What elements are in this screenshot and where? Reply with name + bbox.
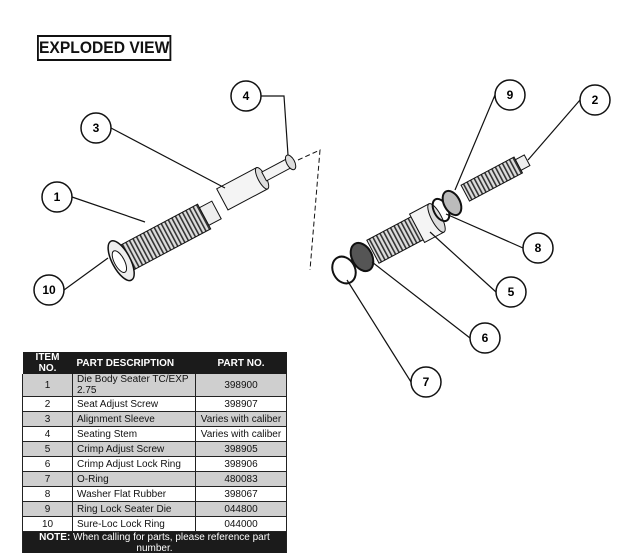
cell-part-no: 398906 [195,456,287,472]
callout-9: 9 [494,79,526,111]
cell-description: Washer Flat Rubber [72,486,196,502]
part-seat-adjust-screw [460,154,531,202]
cell-item-no: 5 [22,441,73,457]
callout-1: 1 [41,181,73,213]
part-o-ring [331,255,357,285]
cell-part-no: 398905 [195,441,287,457]
cell-part-no: 044800 [195,501,287,517]
cell-description: Die Body Seater TC/EXP 2.75 [72,374,196,397]
cell-item-no: 2 [22,396,73,412]
note-label: NOTE: [39,532,71,543]
header-description: PART DESCRIPTION [72,352,196,374]
cell-item-no: 7 [22,471,73,487]
cell-part-no: Varies with caliber [195,426,287,442]
cell-item-no: 3 [22,411,73,427]
header-part-no: PART NO. [195,352,287,374]
cell-description: Crimp Adjust Lock Ring [72,456,196,472]
svg-text:5: 5 [508,285,515,299]
cell-item-no: 4 [22,426,73,442]
cell-item-no: 10 [22,516,73,532]
note: NOTE: When calling for parts, please ref… [22,531,287,553]
callout-2: 2 [579,84,611,116]
header-item-no: ITEM NO. [22,352,73,374]
cell-description: Alignment Sleeve [72,411,196,427]
leader-lines [63,94,581,383]
callout-10: 10 [33,274,65,306]
part-ring-lock [441,189,463,217]
svg-text:6: 6 [482,331,489,345]
cell-part-no: 398900 [195,374,287,397]
note-text: When calling for parts, please reference… [70,532,270,553]
page-title: EXPLODED VIEW [37,35,172,61]
axis-dashed-line [297,149,321,271]
callout-4: 4 [230,80,262,112]
cell-description: Crimp Adjust Screw [72,441,196,457]
svg-text:9: 9 [507,88,514,102]
part-die-body [107,200,222,282]
callout-3: 3 [80,112,112,144]
cell-item-no: 9 [22,501,73,517]
cell-part-no: 480083 [195,471,287,487]
cell-item-no: 1 [22,374,73,397]
cell-part-no: Varies with caliber [195,411,287,427]
svg-text:1: 1 [54,190,61,204]
cell-part-no: 398067 [195,486,287,502]
svg-text:4: 4 [243,89,250,103]
cell-description: Seating Stem [72,426,196,442]
cell-item-no: 6 [22,456,73,472]
part-crimp-adjust-screw [366,203,446,264]
callout-8: 8 [522,232,554,264]
callout-7: 7 [410,366,442,398]
svg-text:3: 3 [93,121,100,135]
callouts: 1 2 3 4 5 6 7 8 9 10 [33,79,611,398]
cell-part-no: 398907 [195,396,287,412]
cell-description: Seat Adjust Screw [72,396,196,412]
svg-text:7: 7 [423,375,430,389]
svg-text:8: 8 [535,241,542,255]
cell-description: O-Ring [72,471,196,487]
table-header: ITEM NO. PART DESCRIPTION PART NO. [22,352,287,374]
cell-part-no: 044000 [195,516,287,532]
svg-text:2: 2 [592,93,599,107]
note-row: NOTE: When calling for parts, please ref… [22,531,287,553]
part-crimp-lock-ring [349,241,375,273]
part-alignment-sleeve [216,166,270,211]
cell-description: Ring Lock Seater Die [72,501,196,517]
svg-text:10: 10 [42,283,56,297]
part-seating-stem [261,154,297,182]
cell-description: Sure-Loc Lock Ring [72,516,196,532]
callout-5: 5 [495,276,527,308]
cell-item-no: 8 [22,486,73,502]
callout-6: 6 [469,322,501,354]
